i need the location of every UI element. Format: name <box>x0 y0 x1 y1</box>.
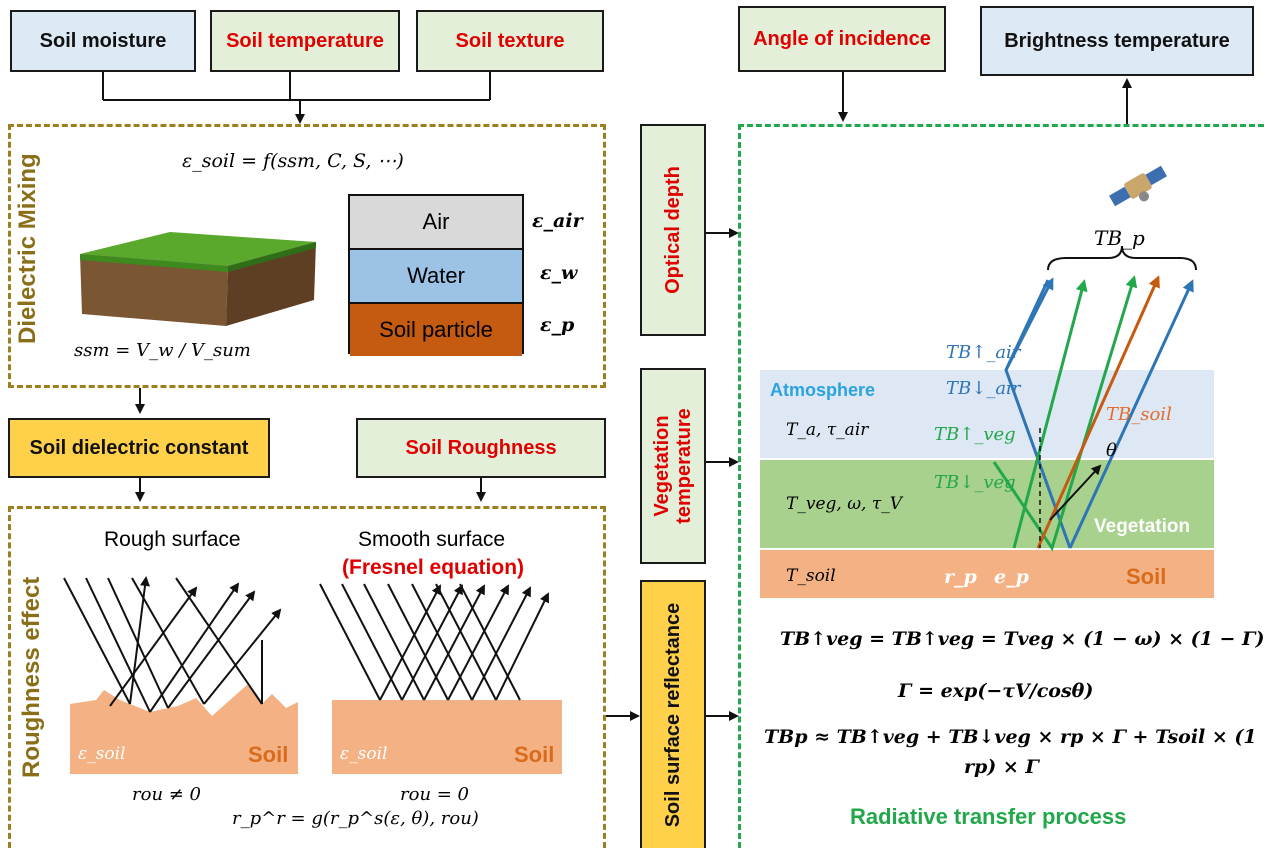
soil-temperature-label: Soil temperature <box>226 30 384 52</box>
tb-soil-label: TB_soil <box>1106 404 1172 425</box>
soil-layer <box>760 550 1214 598</box>
radiative-transfer-title: Radiative transfer process <box>850 804 1127 829</box>
epsilon-soil-equation: ε_soil = f(ssm, C, S, ⋯) <box>182 150 404 172</box>
satellite-icon <box>1109 165 1167 207</box>
smooth-soil-label: Soil <box>514 742 555 767</box>
layer-air: Air <box>350 196 522 250</box>
smooth-eps-soil: ε_soil <box>340 744 388 764</box>
soil-texture-label: Soil texture <box>455 30 565 52</box>
tbp-label: TB_p <box>1094 226 1145 250</box>
ta-tau-label: T_a, τ_air <box>786 420 869 440</box>
tb-air-down-label: TB↓_air <box>946 378 1021 399</box>
optical-depth-box: Optical depth <box>640 124 706 336</box>
vegetation-temperature-box: Vegetation temperature <box>640 368 706 564</box>
soil-moisture-box: Soil moisture <box>10 10 196 72</box>
smooth-surface-label: Smooth surface <box>358 528 506 551</box>
tveg-label: T_veg, ω, τ_V <box>786 494 903 514</box>
soil-surface-reflectance-box: Soil surface reflectance <box>640 580 706 848</box>
radiative-transfer-panel <box>738 124 1264 848</box>
rp-label: r_p <box>944 566 977 588</box>
epsilon-p-symbol: ε_p <box>540 314 575 336</box>
soil-moisture-label: Soil moisture <box>39 30 167 52</box>
rough-surface-label: Rough surface <box>104 528 241 551</box>
soil-temperature-box: Soil temperature <box>210 10 400 72</box>
soil-roughness-label: Soil Roughness <box>405 437 557 459</box>
layer-soil-particle: Soil particle <box>350 304 522 356</box>
rough-soil-label: Soil <box>248 742 289 767</box>
brightness-temperature-box: Brightness temperature <box>980 6 1254 76</box>
vegetation-layer <box>760 460 1214 548</box>
top-inputs-connector <box>102 72 491 124</box>
tb-veg-down-label: TB↓_veg <box>934 472 1016 493</box>
rough-rou-equation: rou ≠ 0 <box>132 784 202 805</box>
brightness-temperature-label: Brightness temperature <box>1004 30 1230 52</box>
soil-layer-label: Soil <box>1126 564 1167 589</box>
atmosphere-label: Atmosphere <box>770 380 876 400</box>
epsilon-w-symbol: ε_w <box>540 262 578 284</box>
tb-veg-up-label: TB↑_veg <box>934 424 1016 445</box>
roughness-g-equation: r_p^r = g(r_p^s(ε, θ), rou) <box>232 808 479 829</box>
soil-dielectric-constant-box: Soil dielectric constant <box>8 418 270 478</box>
fresnel-equation-label: (Fresnel equation) <box>342 556 525 579</box>
layer-water: Water <box>350 250 522 304</box>
theta-label: θ <box>1106 440 1117 461</box>
tb-air-up-label: TB↑_air <box>946 342 1021 363</box>
tsoil-label: T_soil <box>786 566 836 586</box>
equation-gamma: Γ = exp(−τV/cosθ) <box>898 680 1094 702</box>
rough-eps-soil: ε_soil <box>78 744 126 764</box>
soil-roughness-box: Soil Roughness <box>356 418 606 478</box>
angle-of-incidence-box: Angle of incidence <box>738 6 946 72</box>
layer-water-label: Water <box>407 263 465 288</box>
roughness-effect-panel <box>8 506 606 848</box>
ssm-equation: ssm = V_w / V_sum <box>74 340 251 361</box>
layer-soil-particle-label: Soil particle <box>379 317 493 342</box>
soil-dielectric-constant-label: Soil dielectric constant <box>29 437 249 459</box>
epsilon-air-symbol: ε_air <box>532 210 583 232</box>
dielectric-mixing-panel <box>8 124 606 388</box>
equation-tbp-line1: TBp ≈ TB↑veg + TB↓veg × rp × Γ + Tsoil ×… <box>764 726 1264 748</box>
vegetation-label: Vegetation <box>1094 516 1191 537</box>
layer-air-label: Air <box>422 209 450 234</box>
ep-label: e_p <box>994 566 1029 588</box>
angle-of-incidence-label: Angle of incidence <box>753 28 931 50</box>
atmosphere-layer <box>760 370 1214 458</box>
equation-tb-veg: TB↑veg = TB↑veg = Tveg × (1 − ω) × (1 − … <box>780 628 1264 650</box>
smooth-rou-equation: rou = 0 <box>400 784 470 805</box>
equation-tbp-line2: rp) × Γ <box>964 756 1039 778</box>
layer-stack: Air Water Soil particle <box>348 194 524 356</box>
soil-texture-box: Soil texture <box>416 10 604 72</box>
